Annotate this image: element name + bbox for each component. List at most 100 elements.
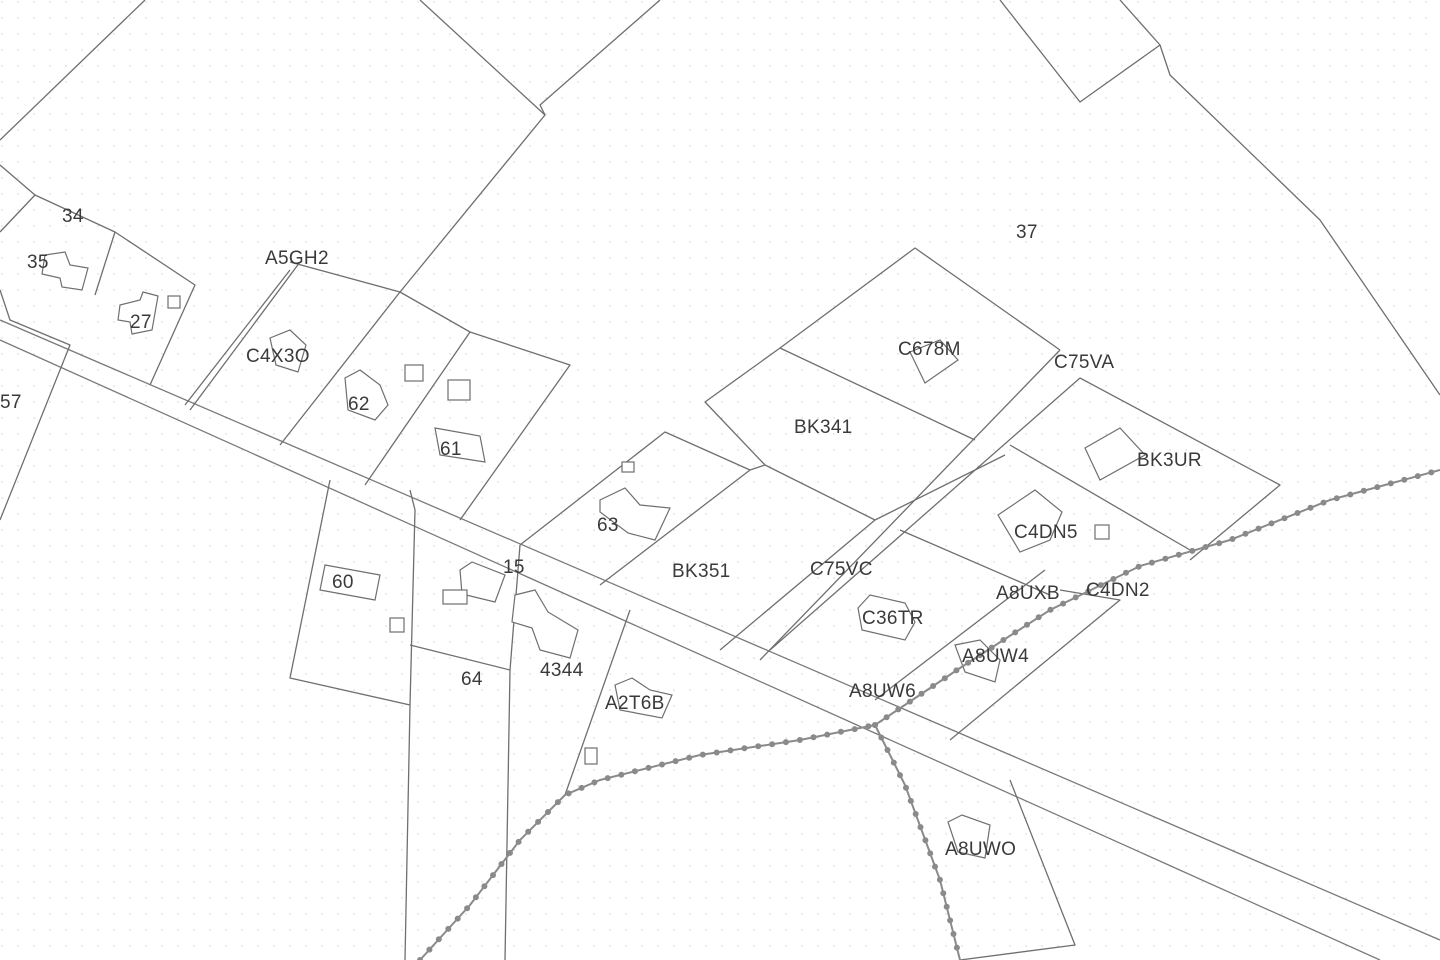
boundary-dot (883, 714, 890, 721)
parcel-label[interactable]: C678M (898, 339, 961, 360)
parcel-label[interactable]: 35 (27, 252, 49, 273)
boundary-dot (1320, 499, 1327, 506)
boundary-dot (930, 683, 937, 689)
parcel-label[interactable]: C4DN2 (1086, 580, 1150, 601)
parcel-label[interactable]: 34 (62, 206, 84, 227)
boundary-dot (878, 734, 885, 741)
parcel-label[interactable]: 15 (503, 557, 525, 578)
boundary-dot (1189, 547, 1196, 554)
boundary-dot (1281, 515, 1288, 522)
boundary-dot (727, 747, 734, 754)
parcel-label[interactable]: A8UW4 (962, 646, 1029, 667)
parcel-label[interactable]: C4DN5 (1014, 522, 1078, 543)
boundary-dot (1123, 569, 1129, 576)
parcel-label[interactable]: 62 (348, 394, 370, 415)
boundary-dot (507, 849, 513, 856)
boundary-dot (1333, 495, 1340, 502)
boundary-dot (699, 751, 706, 758)
boundary-dot (932, 863, 938, 870)
boundary-dot (1110, 576, 1117, 582)
boundary-dot (1401, 476, 1408, 483)
boundary-dot (1175, 551, 1182, 558)
boundary-dot (1202, 544, 1209, 550)
boundary-dot (917, 824, 924, 831)
boundary-dot (498, 861, 505, 867)
boundary-dot (1148, 559, 1155, 566)
parcel-label[interactable]: C75VA (1054, 352, 1114, 373)
parcel-label[interactable]: C36TR (862, 608, 924, 629)
boundary-dot (953, 944, 960, 951)
boundary-dot (481, 883, 488, 890)
boundary-dot (1035, 614, 1042, 621)
boundary-dot (897, 772, 903, 779)
boundary-dot (472, 894, 479, 901)
boundary-dot (1360, 487, 1367, 494)
boundary-dot (965, 659, 972, 666)
boundary-dot (943, 903, 950, 910)
boundary-dot (922, 837, 929, 844)
boundary-dot (464, 905, 471, 912)
boundary-dot (872, 722, 878, 728)
boundary-dot (631, 768, 638, 775)
parcel-label[interactable]: BK341 (794, 417, 853, 438)
boundary-dot (1060, 600, 1067, 607)
parcel-label[interactable]: 4344 (540, 660, 584, 681)
boundary-dot (591, 779, 598, 786)
boundary-dot (769, 741, 776, 748)
boundary-dot (988, 644, 995, 651)
boundary-dot (426, 946, 433, 953)
boundary-dot (578, 784, 585, 791)
boundary-dot (912, 811, 919, 817)
parcel-label[interactable]: C4X3O (246, 346, 310, 367)
boundary-dot (940, 890, 947, 897)
parcel-label[interactable]: A5GH2 (265, 248, 329, 269)
boundary-dot (796, 737, 803, 743)
boundary-dot (824, 731, 831, 738)
parcel-label[interactable]: 63 (597, 515, 619, 536)
parcel-label[interactable]: 64 (461, 669, 483, 690)
boundary-dot (927, 850, 934, 857)
boundary-dot (903, 784, 909, 791)
boundary-dot (645, 764, 652, 771)
boundary-dot (741, 745, 748, 752)
boundary-dot (435, 936, 442, 943)
boundary-dot (851, 726, 858, 733)
boundary-dot (907, 797, 914, 804)
parcel-label[interactable]: 57 (0, 392, 22, 413)
parcel-label[interactable]: A8UW6 (849, 681, 916, 702)
parcel-label[interactable]: 60 (332, 572, 354, 593)
parcel-label[interactable]: BK3UR (1137, 450, 1202, 471)
boundary-dot (1162, 555, 1169, 562)
dotted-boundary (417, 469, 1440, 960)
boundary-dot (918, 690, 925, 697)
parcel-label[interactable]: A2T6B (605, 693, 665, 714)
boundary-dot (1072, 594, 1079, 601)
boundary-dot (1242, 530, 1249, 537)
parcel-label[interactable]: 27 (130, 312, 152, 333)
boundary-dot (672, 758, 679, 765)
boundary-dot (604, 775, 611, 782)
boundary-dot (865, 723, 872, 730)
boundary-dot (976, 652, 983, 659)
parcel-label[interactable]: A8UXB (996, 583, 1060, 604)
parcel-label[interactable]: 37 (1016, 222, 1038, 243)
parcel-label[interactable]: C75VC (810, 559, 873, 580)
boundary-dot (1294, 510, 1301, 516)
boundary-dot (1428, 469, 1435, 476)
parcel-label[interactable]: 61 (440, 439, 462, 460)
parcel-label[interactable]: A8UWO (945, 839, 1016, 860)
boundary-dot (445, 925, 452, 932)
boundary-dot (1024, 621, 1030, 628)
parcel-label[interactable]: BK351 (672, 561, 731, 582)
boundary-dot (545, 809, 551, 815)
boundary-dot (417, 957, 423, 960)
boundary-dot (950, 931, 957, 937)
boundary-dot (1097, 582, 1104, 589)
boundary-dot (535, 818, 542, 825)
road-corridor (0, 319, 1440, 960)
boundary-dot (1414, 473, 1421, 480)
boundary-dot (525, 828, 532, 835)
